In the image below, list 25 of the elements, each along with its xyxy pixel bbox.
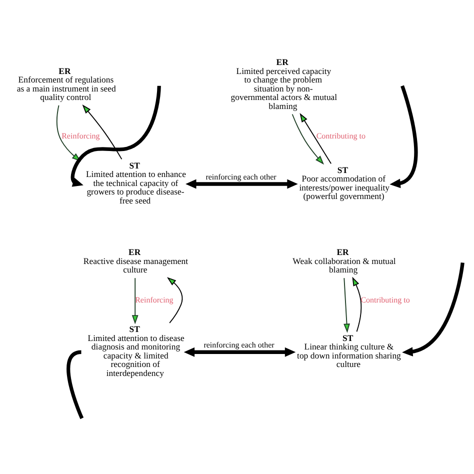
arrow [352, 276, 362, 332]
arrow [184, 346, 296, 356]
edge-label: Reinforcing [62, 131, 100, 140]
arrow [186, 178, 298, 188]
arrow [344, 277, 350, 332]
arrow [82, 104, 122, 160]
edge-label: Reinforcing [135, 294, 174, 304]
arrow [132, 277, 138, 324]
node-text: ER Limited perceived capacity to change the problem situation by non-governmental actors & mutual blaming [230, 56, 338, 110]
edge-label: reinforcing each other [206, 172, 276, 181]
arrow [402, 262, 464, 356]
arrow [292, 113, 324, 164]
node-text: ST Limited attention to enhance the technical capacity of growers to produce disease-free seed [86, 160, 186, 205]
edge-label: Contributing to [360, 294, 410, 304]
node-text: ER Weak collaboration & mutual blaming [292, 246, 396, 274]
node-text: ST Poor accommodation of interests/power inequality (powerful government) [299, 164, 390, 200]
node-text: ER Enforcement of regulations as a main instrument in seed quality control [16, 65, 116, 102]
arrow [390, 84, 418, 188]
edge-label: Contributing to [316, 131, 366, 140]
arrow [166, 276, 183, 323]
node-text: ST Limited attention to disease diagnosis and monitoring capacity & limited recognition of interdependency [88, 324, 184, 378]
node-text: ST Linear thinking culture & top down information sharing culture [297, 332, 401, 369]
node-text: ER Reactive disease management culture [83, 246, 188, 274]
edge-label: reinforcing each other [204, 340, 274, 350]
arrow [300, 112, 332, 164]
